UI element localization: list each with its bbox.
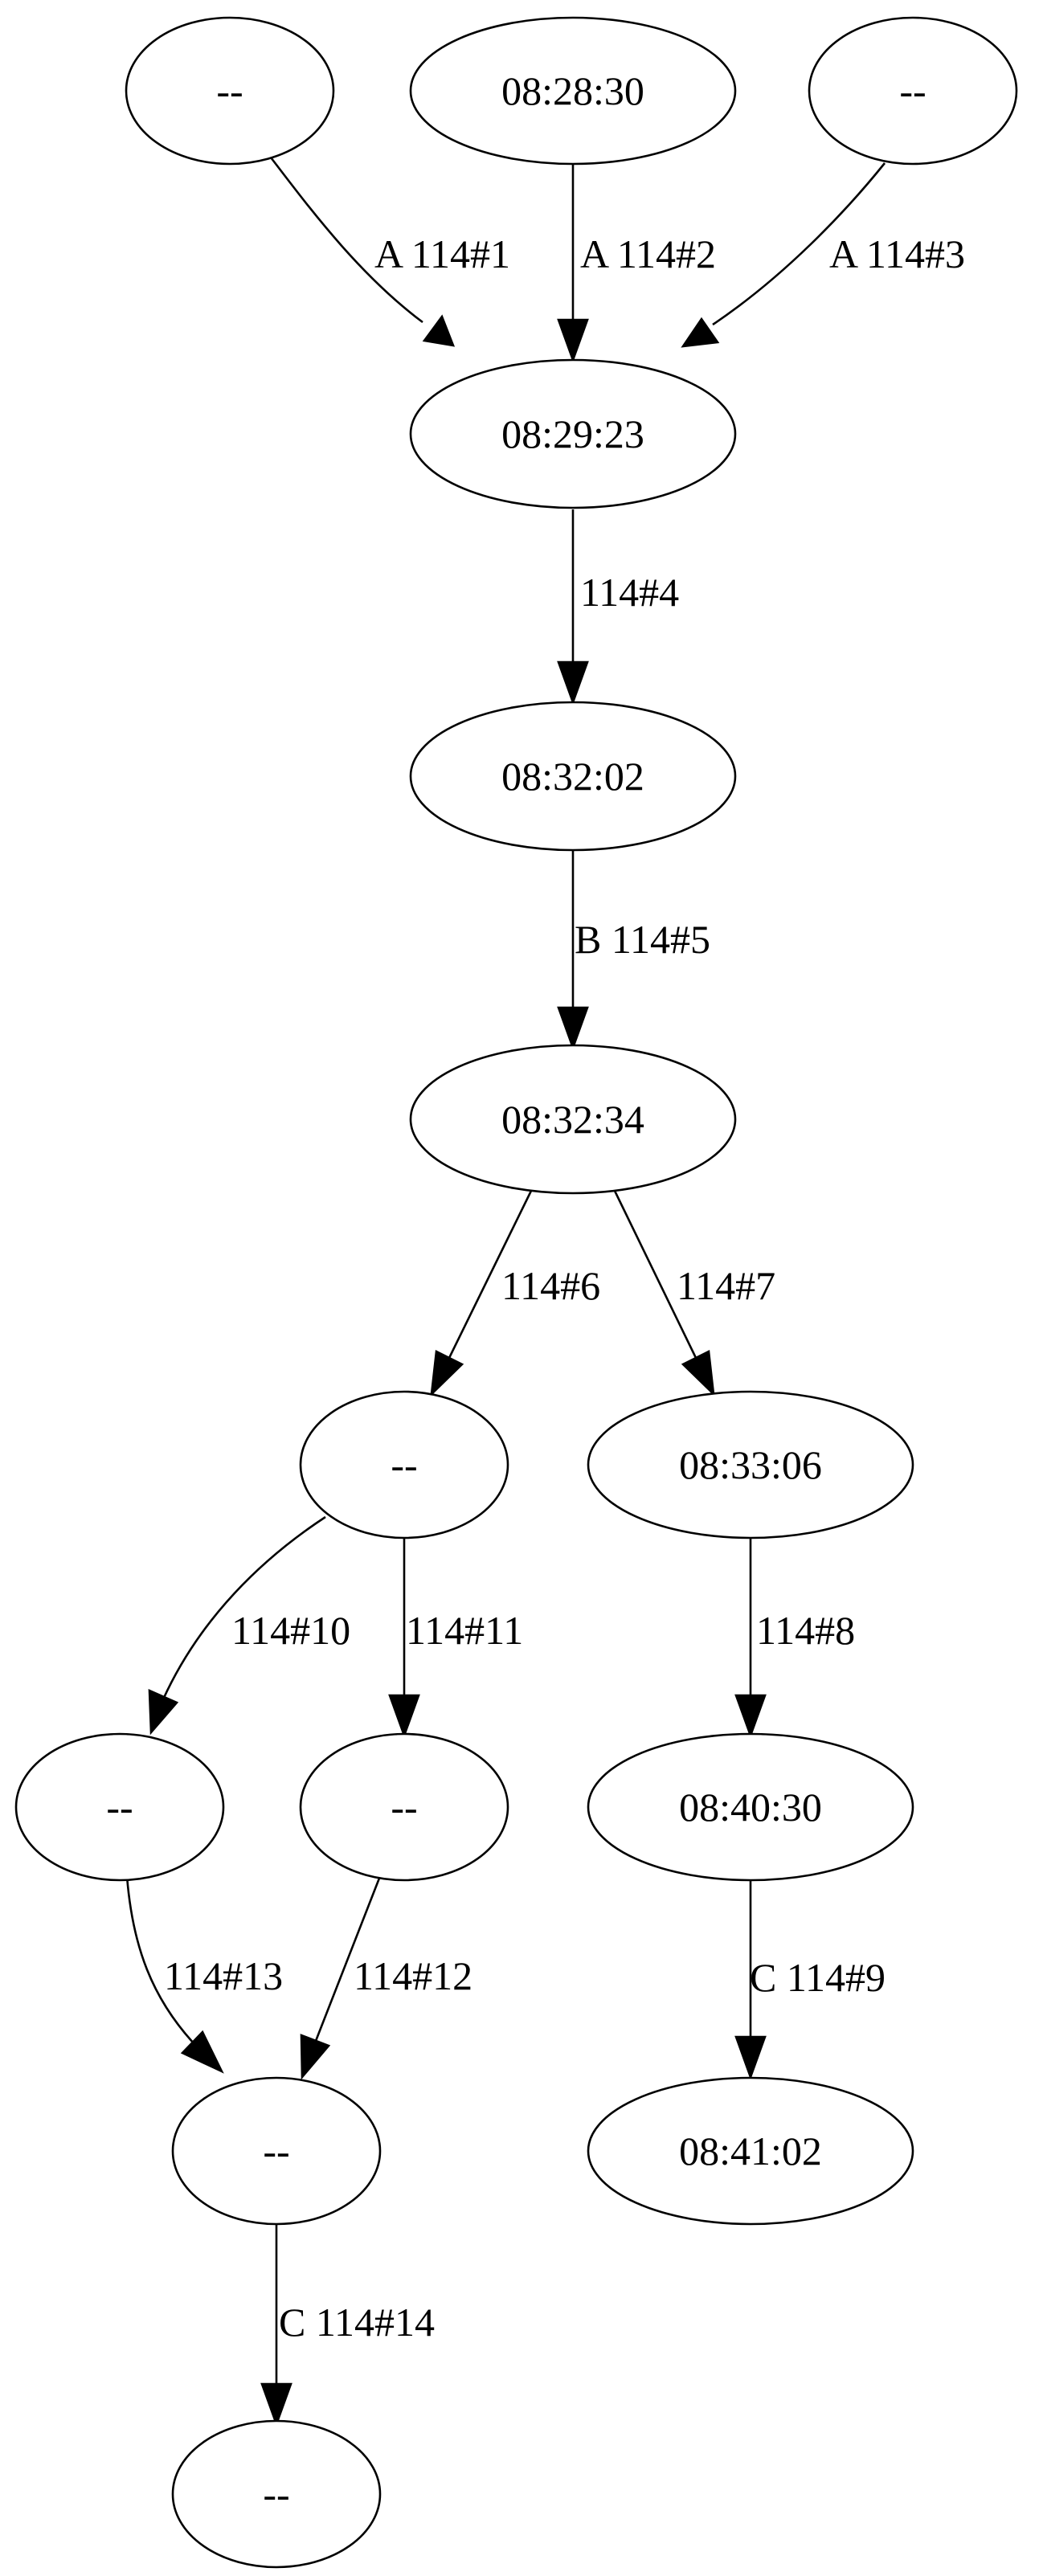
node-label-10: --: [391, 1785, 417, 1830]
node-4: 08:29:23: [409, 358, 737, 509]
edge-a-114-2: A 114#2: [557, 157, 716, 363]
edge-label-10: 114#10: [231, 1608, 350, 1653]
arrow-head-7: [681, 1350, 715, 1397]
edge-label-5: B 114#5: [575, 917, 710, 962]
edge-label-4: 114#4: [580, 570, 679, 615]
node-label-8: 08:33:06: [679, 1442, 822, 1487]
arrow-head-13: [180, 2030, 224, 2074]
node-2: 08:28:30: [409, 16, 737, 166]
node-label-7: --: [391, 1442, 417, 1487]
edge-114-8: 114#8: [734, 1534, 855, 1739]
edge-line-12: [314, 1875, 382, 2042]
node-label-5: 08:32:02: [501, 754, 644, 799]
node-11: 08:40:30: [587, 1732, 914, 1882]
edge-c-114-14: C 114#14: [260, 2222, 435, 2427]
node-6: 08:32:34: [409, 1044, 737, 1195]
edge-114-6: 114#6: [430, 1188, 600, 1397]
edge-114-7: 114#7: [612, 1188, 775, 1397]
node-label-4: 08:29:23: [501, 411, 644, 456]
node-3: --: [808, 16, 1018, 166]
node-13: 08:41:02: [587, 2076, 914, 2226]
edge-label-8: 114#8: [756, 1608, 855, 1653]
node-label-3: --: [899, 68, 926, 113]
arrow-head-8: [734, 1694, 767, 1739]
arrow-head-5: [557, 1006, 589, 1051]
node-label-13: 08:41:02: [679, 2128, 822, 2173]
edge-label-3: A 114#3: [829, 231, 965, 276]
node-label-1: --: [216, 68, 243, 113]
node-5: 08:32:02: [409, 701, 737, 852]
node-14: --: [171, 2419, 382, 2569]
node-1: --: [125, 16, 335, 166]
arrow-head-11: [388, 1694, 420, 1739]
arrow-head-14: [260, 2382, 292, 2427]
arrow-head-12: [300, 2034, 331, 2080]
arrow-head-1: [422, 314, 456, 347]
edge-a-114-3: A 114#3: [681, 162, 965, 348]
edge-label-6: 114#6: [501, 1263, 600, 1308]
edge-label-13: 114#13: [164, 1953, 283, 1998]
nodes: -- 08:28:30 -- 08:29:23 08:32:02 08:32:3…: [14, 16, 1018, 2569]
node-label-11: 08:40:30: [679, 1785, 822, 1830]
edge-line-13: [125, 1875, 194, 2044]
node-label-6: 08:32:34: [501, 1097, 644, 1142]
node-8: 08:33:06: [587, 1390, 914, 1539]
edge-114-11: 114#11: [388, 1534, 523, 1739]
edge-label-12: 114#12: [354, 1953, 472, 1998]
edge-line-1: [269, 157, 423, 324]
arrow-head-10: [148, 1688, 179, 1736]
edge-label-7: 114#7: [677, 1263, 775, 1308]
arrow-head-2: [557, 318, 589, 363]
arrow-head-3: [681, 317, 720, 348]
edge-114-10: 114#10: [148, 1515, 350, 1736]
edge-line-3: [712, 162, 886, 326]
edge-label-14: C 114#14: [279, 2300, 435, 2345]
edge-line-7: [612, 1188, 697, 1359]
arrow-head-9: [734, 2035, 767, 2080]
arrow-head-6: [430, 1350, 464, 1397]
node-9: --: [14, 1732, 225, 1882]
node-7: --: [299, 1390, 509, 1539]
node-12: --: [171, 2076, 382, 2226]
edge-114-12: 114#12: [300, 1875, 472, 2080]
edge-b-114-5: B 114#5: [557, 850, 710, 1051]
node-label-2: 08:28:30: [501, 68, 644, 113]
edge-line-10: [162, 1515, 326, 1700]
node-label-9: --: [106, 1785, 133, 1830]
edge-c-114-9: C 114#9: [734, 1876, 886, 2080]
node-10: --: [299, 1732, 509, 1882]
arrow-head-4: [557, 660, 589, 705]
edge-114-4: 114#4: [557, 509, 679, 705]
edge-114-13: 114#13: [125, 1875, 283, 2074]
edge-a-114-1: A 114#1: [269, 157, 510, 347]
edge-label-1: A 114#1: [374, 231, 510, 276]
node-label-14: --: [263, 2472, 289, 2517]
edges: A 114#1 A 114#2 A 114#3 114#4 B 114#5 11…: [125, 157, 965, 2427]
edge-line-6: [448, 1188, 534, 1359]
edge-label-9: C 114#9: [750, 1955, 886, 2000]
edge-label-2: A 114#2: [580, 231, 716, 276]
node-label-12: --: [263, 2128, 289, 2173]
edge-label-11: 114#11: [406, 1608, 523, 1653]
